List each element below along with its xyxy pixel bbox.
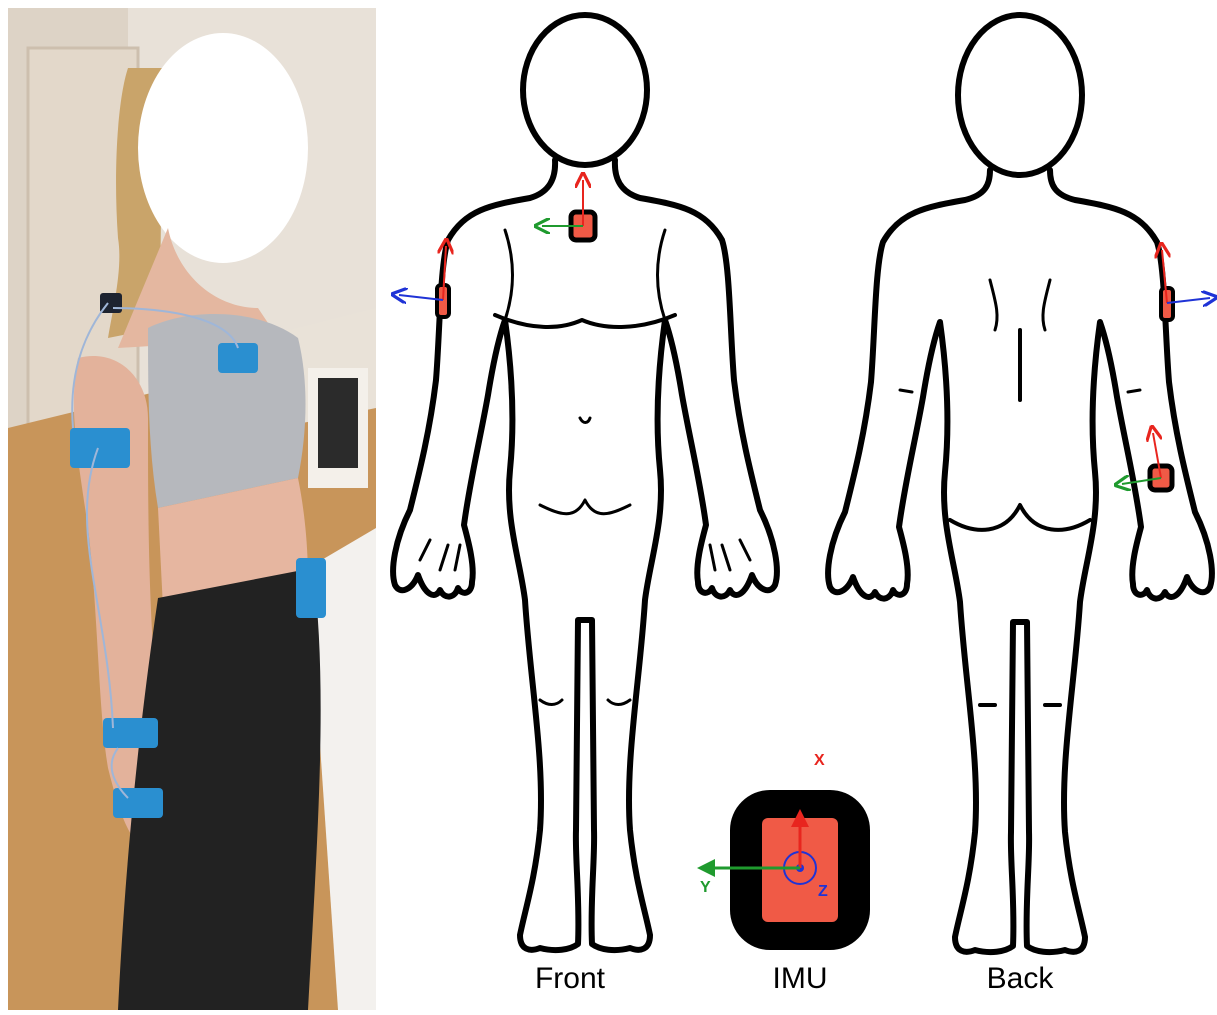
axis-y-label: Y bbox=[700, 879, 711, 896]
participant-photo bbox=[8, 8, 376, 1010]
front-label: Front bbox=[510, 962, 630, 996]
front-body-outline bbox=[393, 15, 777, 950]
axis-z-label: Z bbox=[818, 883, 828, 900]
imu-axis-legend: X Y Z bbox=[700, 752, 870, 950]
imu-label: IMU bbox=[740, 962, 860, 996]
body-sensor-diagram: X Y Z bbox=[380, 0, 1217, 1010]
axis-x-label: X bbox=[814, 752, 825, 769]
imu-sensor-upper-arm-back bbox=[1161, 250, 1210, 320]
back-label: Back bbox=[960, 962, 1080, 996]
